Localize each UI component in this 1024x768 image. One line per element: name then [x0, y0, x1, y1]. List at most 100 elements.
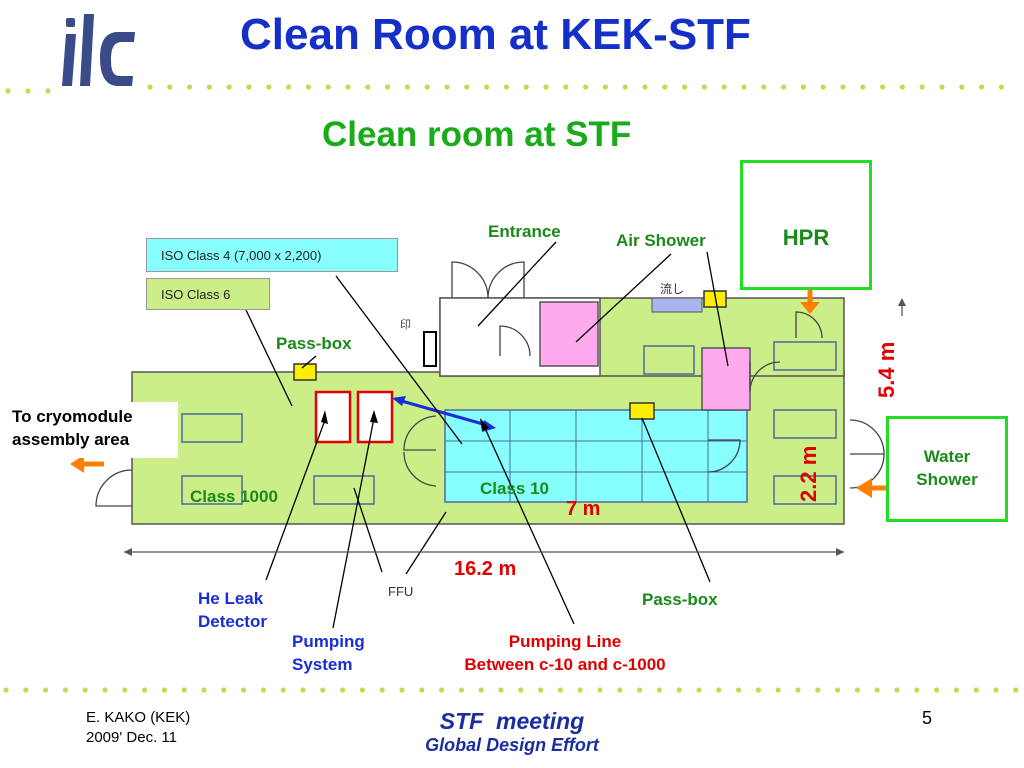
separator-dot	[385, 84, 391, 90]
separator-dot	[43, 687, 49, 693]
diagram-subtitle: Clean room at STF	[322, 115, 632, 154]
separator-dot	[761, 84, 767, 90]
water-shower-label: Water Shower	[916, 447, 978, 489]
class-10-label: Class 10	[480, 479, 549, 498]
height-class10-dimension: 2.2 m	[796, 445, 821, 502]
separator-dot	[523, 84, 529, 90]
separator-dot	[914, 687, 920, 693]
separator-dot	[538, 687, 544, 693]
footer-date: 2009' Dec. 11	[86, 728, 177, 746]
separator-dot	[345, 84, 351, 90]
class-10-area	[444, 409, 748, 503]
separator-dot	[998, 84, 1005, 90]
iso-class-6-legend: ISO Class 6	[146, 278, 270, 310]
pass-box-label-top: Pass-box	[276, 334, 352, 353]
separator-dot	[874, 687, 880, 693]
separator-dot	[439, 687, 445, 693]
separator-dot	[899, 84, 906, 90]
separator-dot	[815, 687, 821, 693]
separator-dot	[260, 687, 266, 693]
footer-author-block: E. KAKO (KEK) 2009' Dec. 11	[86, 708, 190, 747]
separator-dot	[583, 84, 589, 90]
pumping-line-label: Pumping Line Between c-10 and c-1000	[464, 632, 666, 674]
he-leak-detector-box	[314, 390, 352, 444]
separator-dot	[1013, 687, 1019, 693]
separator-dot	[458, 687, 464, 693]
length-dimension: 16.2 m	[454, 558, 517, 580]
separator-dot	[563, 84, 569, 90]
separator-dot	[557, 687, 564, 693]
ilc-logo	[62, 14, 135, 86]
separator-dot	[696, 687, 702, 693]
separator-dot	[365, 84, 371, 90]
separator-dot	[122, 687, 128, 693]
separator-dot	[325, 84, 331, 90]
separator-dot	[167, 84, 173, 90]
hpr-box: HPR	[740, 160, 872, 290]
separator-dot	[721, 84, 727, 90]
page-number: 5	[922, 708, 933, 728]
separator-dot	[23, 687, 29, 693]
separator-dot	[979, 84, 985, 90]
separator-dot	[577, 687, 583, 693]
entrance-label: Entrance	[488, 222, 561, 241]
separator-dot	[973, 687, 979, 693]
separator-dot	[266, 84, 272, 90]
separator-dot	[656, 687, 663, 693]
separator-dot	[424, 84, 430, 90]
separator-dot	[286, 84, 292, 90]
separator-dot	[3, 687, 9, 693]
class10-length-dimension: 7 m	[566, 498, 601, 520]
separator-dot	[617, 687, 623, 693]
separator-dot	[187, 84, 193, 90]
separator-dot	[300, 687, 306, 693]
separator-dot	[880, 84, 886, 90]
separator-dot	[795, 687, 801, 693]
separator-dot	[478, 687, 484, 693]
sink-label: 流し	[660, 282, 685, 296]
separator-dot	[201, 687, 207, 693]
pumping-system-label: Pumping System	[292, 632, 365, 674]
separator-dot	[716, 687, 722, 693]
separator-dot	[379, 687, 385, 693]
separator-dot	[597, 687, 603, 693]
pass-box-label-bottom: Pass-box	[642, 590, 718, 609]
separator-dot	[854, 687, 861, 693]
air-shower-1	[539, 301, 599, 367]
to-cryomodule-box: To cryomodule assembly area	[6, 402, 178, 458]
pumping-line-arrow	[397, 398, 491, 428]
separator-dot	[736, 687, 742, 693]
iso-class-6-label: ISO Class 6	[161, 286, 231, 302]
separator-dot	[503, 84, 509, 90]
footer-meeting: STF meeting	[439, 708, 585, 734]
svg-text:印: 印	[400, 318, 411, 331]
separator-dot	[206, 84, 212, 90]
separator-dot	[934, 687, 940, 693]
bottom-dotted-separator	[3, 687, 1019, 693]
separator-dot	[755, 687, 762, 693]
separator-dot	[246, 84, 252, 90]
separator-dot	[399, 687, 405, 693]
separator-dot	[320, 687, 326, 693]
separator-dot	[280, 687, 286, 693]
separator-dot	[894, 687, 900, 693]
separator-dot	[959, 84, 965, 90]
separator-dot	[305, 84, 311, 90]
page-title: Clean Room at KEK-STF	[240, 10, 751, 59]
separator-dot	[820, 84, 826, 90]
separator-dot	[484, 84, 490, 90]
air-shower-label: Air Shower	[616, 231, 706, 250]
separator-dot	[359, 687, 365, 693]
separator-dot	[404, 84, 410, 90]
separator-dot	[919, 84, 925, 90]
separator-dot	[682, 84, 688, 90]
separator-dot	[775, 687, 781, 693]
separator-dot	[226, 84, 232, 90]
separator-dot	[340, 687, 346, 693]
sink	[651, 297, 703, 313]
separator-dot	[498, 687, 504, 693]
separator-dot	[419, 687, 425, 693]
separator-dot	[62, 687, 68, 693]
separator-dot	[602, 84, 609, 90]
separator-dot	[221, 687, 227, 693]
